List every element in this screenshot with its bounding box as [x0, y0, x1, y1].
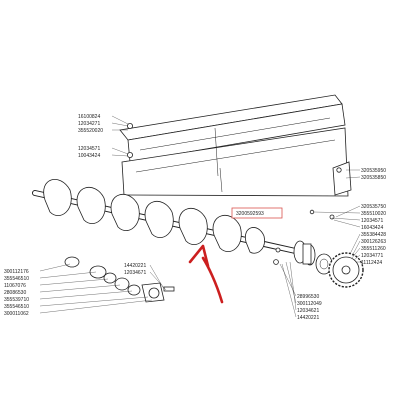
part-label[interactable]: 12034571: [78, 146, 100, 152]
part-label[interactable]: 300112049: [297, 301, 322, 307]
part-label[interactable]: 300112176: [4, 269, 29, 275]
part-label[interactable]: 11067076: [4, 283, 26, 289]
part-label[interactable]: 16043424: [361, 225, 383, 231]
labels-right: 320535750 355510020 12034571 16043424 35…: [361, 204, 386, 266]
part-label[interactable]: 355539710: [4, 297, 29, 303]
part-label[interactable]: 355546510: [4, 304, 29, 310]
left-bearing-assembly: [64, 256, 175, 303]
part-label[interactable]: 355510020: [361, 211, 386, 217]
bolt-icon: [273, 259, 279, 265]
part-label[interactable]: 320535850: [361, 175, 386, 181]
part-label[interactable]: 355546510: [4, 276, 29, 282]
part-label[interactable]: 12034671: [124, 270, 146, 276]
bolt-icon: [127, 151, 134, 158]
part-label[interactable]: 11112424: [361, 260, 382, 266]
part-label[interactable]: 12034571: [361, 218, 383, 224]
part-label[interactable]: 28996530: [297, 294, 319, 300]
part-label[interactable]: 14420221: [124, 263, 146, 269]
part-label[interactable]: 12034271: [78, 121, 100, 127]
bolt-icon: [329, 214, 335, 220]
labels-top-left: 16100824 12034271 355520020 12034571 100…: [78, 114, 103, 159]
part-label[interactable]: 355511260: [361, 246, 386, 252]
part-label[interactable]: 300011062: [4, 311, 29, 317]
bolt-icon: [336, 167, 342, 173]
labels-top-right: 320535950 320535850: [361, 168, 386, 181]
part-label[interactable]: 300126263: [361, 239, 386, 245]
red-pointer-arrow-icon: [188, 244, 224, 304]
part-label[interactable]: 355384428: [361, 232, 386, 238]
highlighted-part-callout[interactable]: 3200592593: [231, 207, 283, 219]
highlight-box: [231, 207, 283, 219]
bolt-icon: [127, 123, 134, 130]
part-label[interactable]: 10043424: [78, 153, 100, 159]
drive-assembly: [273, 209, 364, 288]
part-label[interactable]: 16100824: [78, 114, 100, 120]
part-label[interactable]: 320535950: [361, 168, 386, 174]
bolt-icon: [309, 209, 315, 215]
labels-middle: 14420221 12034671: [124, 263, 146, 276]
leader-lines: [39, 115, 361, 318]
part-label[interactable]: 28086530: [4, 290, 26, 296]
part-label[interactable]: 12034621: [297, 308, 319, 314]
labels-bottom-left: 300112176 355546510 11067076 28086530 35…: [4, 269, 29, 317]
part-label[interactable]: 12034771: [361, 253, 383, 259]
top-cover-assembly: [119, 94, 352, 197]
part-label[interactable]: 14420221: [297, 315, 319, 321]
part-label[interactable]: 355520020: [78, 128, 103, 134]
labels-bottom-center: 28996530 300112049 12034621 14420221: [297, 294, 322, 321]
sprocket-icon: [328, 252, 364, 288]
part-label[interactable]: 320535750: [361, 204, 386, 210]
highlight-label: 3200592593: [236, 211, 264, 217]
bolt-icon: [163, 286, 175, 292]
bolt-icon: [275, 247, 281, 253]
auger-screw-icon: [32, 179, 303, 255]
